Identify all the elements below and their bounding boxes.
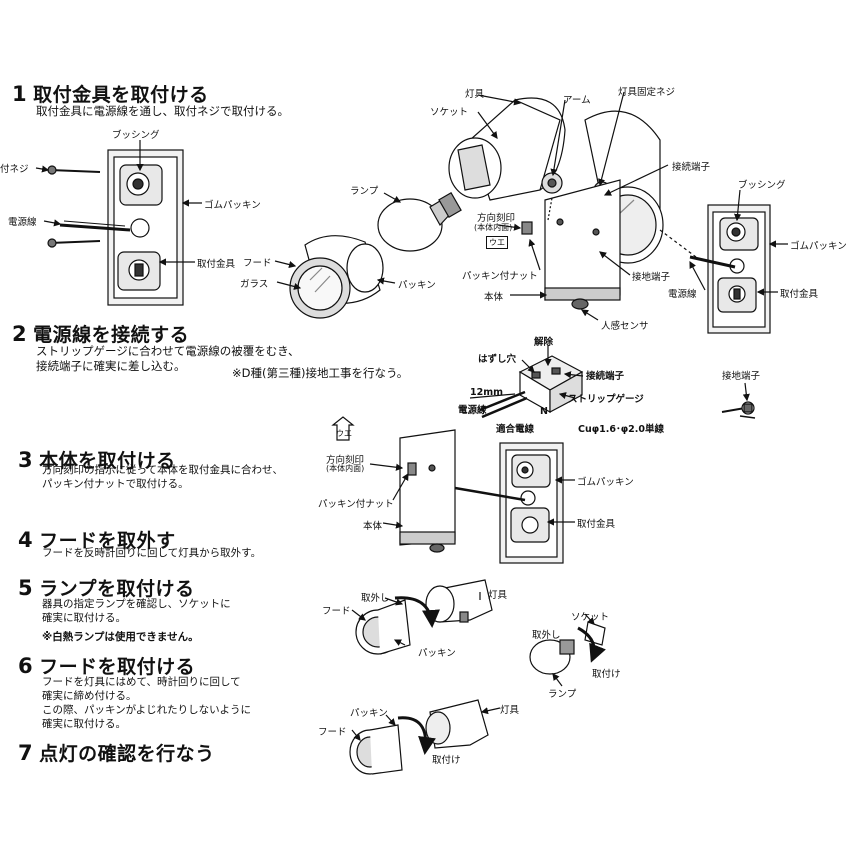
step-3-text-2: パッキン付ナットで取付ける。 [42, 478, 189, 490]
label-dir-mark: 方向刻印 [477, 213, 516, 224]
label-n: N [540, 406, 548, 417]
label-socket-5: ソケット [571, 612, 610, 623]
hood-drawing-1 [289, 235, 384, 319]
label-dir-mark-sub: (本体内面) [474, 223, 513, 232]
label-fixture-5: 灯具 [488, 590, 508, 601]
label-glass: ガラス [240, 279, 269, 290]
label-packing: パッキン [398, 280, 436, 291]
ground-terminal-drawing [721, 401, 756, 419]
step-2-text-1: ストリップゲージに合わせて電源線の被覆をむき、 [36, 344, 300, 358]
label-hood: フード [243, 258, 272, 269]
label-wire: 適合電線 [496, 424, 535, 435]
wall-plate-1 [107, 149, 184, 306]
label-bracket: 取付金具 [197, 259, 236, 270]
label-rubber-packing-2: ゴムパッキン [790, 241, 847, 252]
label-bushing-2: ブッシング [738, 180, 786, 191]
step-3-text-1: 方向刻印の指示に従って本体を取付金具に合わせ、 [42, 464, 283, 476]
label-terminal: 接続端子 [672, 162, 711, 173]
label-dir-mark-3: 方向刻印 [326, 455, 365, 466]
step-4-text-1: フードを反時計回りに回して灯具から取外す。 [42, 547, 262, 559]
label-screw: 付ネジ [0, 164, 29, 175]
label-power-line-3: 電源線 [458, 405, 487, 416]
label-hole: はずし穴 [478, 354, 517, 365]
label-bracket-3: 取付金具 [577, 519, 616, 530]
label-packing-5: パッキン [418, 648, 456, 659]
label-ground-terminal-2: 接地端子 [722, 371, 761, 382]
label-rubber-packing: ゴムパッキン [204, 200, 261, 211]
label-lamp-5: ランプ [548, 689, 577, 700]
label-sensor: 人感センサ [601, 321, 649, 332]
wall-plate-2 [707, 204, 771, 334]
label-attach-5: 取付け [592, 669, 621, 680]
step-5-note: ※白熱ランプは使用できません。 [42, 631, 199, 643]
label-socket: ソケット [430, 107, 469, 118]
label-wire-spec: Cuφ1.6･φ2.0単線 [578, 424, 665, 435]
lamp-install-drawing [529, 621, 606, 675]
step-6-text-2: 確実に締め付ける。 [42, 690, 137, 702]
hood-remove-drawing [355, 579, 493, 655]
label-body-3: 本体 [363, 521, 383, 532]
step-6-text-3: この際、パッキンがよじれたりしないように [42, 704, 251, 716]
step-2-note: ※D種(第三種)接地工事を行なう。 [232, 366, 409, 380]
step-5-text-1: 器具の指定ランプを確認し、ソケットに [42, 598, 231, 610]
body-drawing-3 [331, 416, 456, 553]
step-1-text-1: 取付金具に電源線を通し、取付ネジで取付ける。 [36, 104, 289, 118]
label-hood-6: フード [318, 727, 347, 738]
label-fix-screw: 灯具固定ネジ [618, 87, 676, 98]
fixture-assembly [448, 97, 664, 310]
label-remove: 取外し [361, 593, 390, 604]
label-arm: アーム [563, 95, 591, 106]
label-packing-6: パッキン [350, 708, 388, 719]
step-2-text-2: 接続端子に確実に差し込む。 [36, 359, 186, 373]
label-power-line: 電源線 [8, 217, 37, 228]
label-ground-terminal: 接地端子 [632, 272, 671, 283]
label-fixture: 灯具 [465, 89, 485, 100]
step-6-text-4: 確実に取付ける。 [42, 718, 126, 730]
lamp-drawing-1 [377, 192, 462, 252]
terminal-block [479, 355, 584, 419]
label-body: 本体 [484, 292, 504, 303]
label-terminal-2: 接続端子 [586, 371, 625, 382]
label-nut: パッキン付ナット [462, 271, 538, 282]
label-nut-3: パッキン付ナット [318, 499, 394, 510]
label-release: 解除 [534, 337, 554, 348]
label-bushing: ブッシング [112, 130, 160, 141]
label-bracket-2: 取付金具 [780, 289, 819, 300]
hood-attach-drawing [349, 699, 489, 775]
label-fixture-6: 灯具 [500, 705, 520, 716]
label-up-3: ウエ [336, 429, 352, 438]
label-power-line-2: 電源線 [668, 289, 697, 300]
label-attach-6: 取付け [432, 755, 461, 766]
wall-plate-3 [499, 442, 564, 564]
label-strip-gauge: ストリップゲージ [568, 394, 644, 405]
label-lamp: ランプ [350, 186, 379, 197]
label-12mm: 12mm [470, 387, 504, 398]
label-up: ウエ [486, 236, 508, 249]
label-dir-mark-3-sub: (本体内面) [326, 464, 365, 473]
label-remove-2: 取外し [532, 630, 561, 641]
label-hood-5: フード [322, 606, 351, 617]
label-rubber-packing-3: ゴムパッキン [577, 477, 634, 488]
step-6-text-1: フードを灯具にはめて、時計回りに回して [42, 676, 241, 688]
step-5-text-2: 確実に取付ける。 [42, 612, 126, 624]
